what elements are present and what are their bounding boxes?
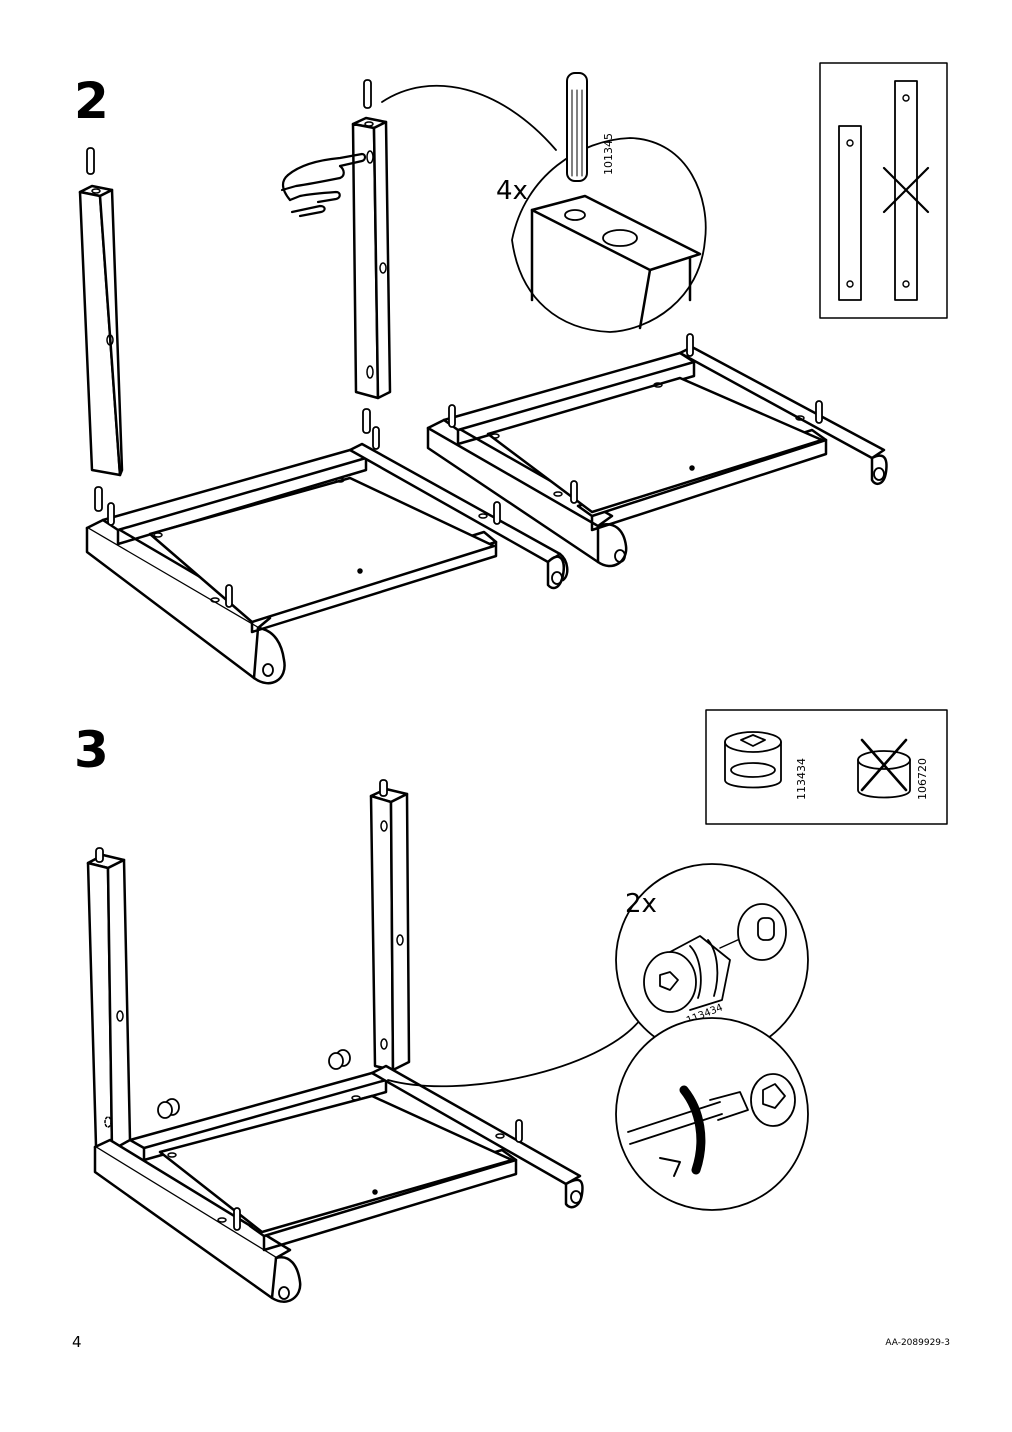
wrong-part-number: 106720: [916, 758, 929, 800]
standing-leg-left: [86, 847, 132, 1152]
cam-lock-quantity: 2x: [625, 889, 657, 919]
loose-leg-right: [351, 79, 392, 434]
step-3-illustration: 113434 106720: [86, 709, 948, 1303]
step-2-illustration: 4x 101345: [78, 62, 948, 685]
rotate-arrow-icon: [659, 1085, 706, 1177]
document-code: AA-2089929-3: [885, 1338, 950, 1348]
standing-leg-right: [369, 779, 411, 1072]
dowel-quantity: 4x: [496, 176, 528, 206]
cam-lock-loose: [157, 1049, 351, 1119]
correct-part-number: 113434: [795, 758, 808, 800]
base-frame-front: [85, 426, 569, 685]
incorrect-cross-icon: [882, 166, 930, 214]
step-3-number: 3: [74, 721, 109, 779]
base-frame-back: [426, 333, 888, 568]
step-2-number: 2: [74, 72, 109, 130]
orientation-reference-box: [819, 62, 948, 319]
cam-lock-icon: [643, 935, 731, 1013]
loose-leg-left: [78, 147, 124, 512]
base-frame-step3: [93, 1064, 584, 1303]
cam-lock-reference-box: 113434 106720: [705, 709, 948, 825]
screwdriver-detail-callout: [615, 1017, 809, 1211]
dowel-part-number: 101345: [602, 133, 615, 175]
pointing-hand-icon: [280, 152, 367, 218]
cam-lock-correct-icon: [724, 731, 782, 789]
cam-lock-detail-callout: 2x 113434: [387, 863, 809, 1088]
screwdriver-icon: [627, 1073, 796, 1145]
dowel-detail-callout: 4x 101345: [381, 72, 707, 333]
page-number: 4: [72, 1333, 82, 1351]
cam-lock-wrong-icon: [857, 738, 911, 799]
